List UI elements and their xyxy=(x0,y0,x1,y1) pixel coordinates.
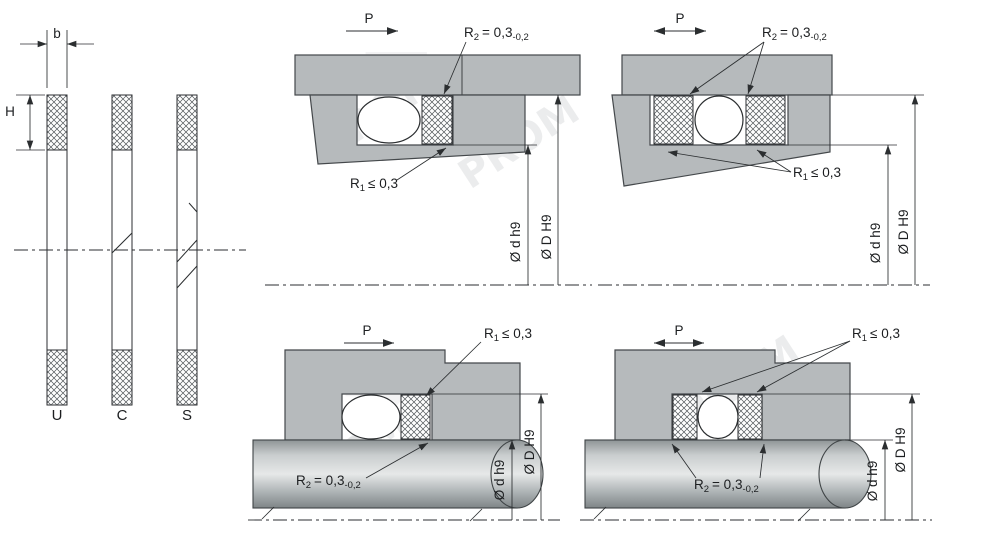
dimension-H: H xyxy=(5,94,45,151)
leader-line xyxy=(667,150,792,173)
ring-cross-section xyxy=(46,349,68,406)
seal-ring-cross-section xyxy=(672,394,698,440)
ring-cross-section xyxy=(46,94,68,151)
rod-end-face xyxy=(818,439,872,509)
tangent-mark xyxy=(593,506,607,520)
ring-profile-u: U xyxy=(46,94,68,424)
pressure-label: P xyxy=(674,323,683,338)
o-ring xyxy=(697,394,739,440)
leader-line xyxy=(425,341,482,397)
profile-label-u: U xyxy=(52,407,63,424)
rod-diameter-label: Ø d h9 xyxy=(492,460,507,501)
ring-profiles-section: b H U C xyxy=(5,26,246,424)
bore-diameter-label: Ø D H9 xyxy=(896,209,911,254)
diagram-rod-double-acting: Ø d h9 Ø D H9 P R1≤ 0,3 R2= 0,3-0,2 xyxy=(580,323,932,522)
seal-ring-cross-section xyxy=(400,394,431,440)
housing-block xyxy=(621,54,833,96)
ring-profile-c: C xyxy=(111,94,133,424)
seal-ring-cross-section xyxy=(421,95,453,145)
rod-diameter-label: Ø d h9 xyxy=(865,461,880,502)
seal-ring-cross-section xyxy=(745,95,786,145)
tangent-mark xyxy=(469,508,483,522)
leader-line xyxy=(671,443,697,479)
step-cut-line xyxy=(176,239,198,263)
ring-profile-s: S xyxy=(176,94,198,424)
profile-label-s: S xyxy=(182,407,192,424)
ring-cross-section xyxy=(176,94,198,151)
leader-line xyxy=(365,442,429,479)
r1-radius-label: R1≤ 0,3 xyxy=(484,326,532,344)
leader-line xyxy=(747,41,765,95)
step-cut-line xyxy=(176,265,198,289)
r2-radius-label: R2= 0,3-0,2 xyxy=(296,473,361,491)
ring-cross-section xyxy=(176,349,198,406)
seal-ring-cross-section xyxy=(653,95,694,145)
r2-radius-label: R2= 0,3-0,2 xyxy=(762,25,827,43)
leader-line xyxy=(396,147,447,181)
seal-ring-cross-section xyxy=(737,394,763,440)
step-cut-line xyxy=(188,202,198,213)
o-ring xyxy=(341,394,401,440)
dimension-b: b xyxy=(20,26,94,88)
bore-diameter-label: Ø D H9 xyxy=(893,427,908,472)
rod-diameter-label: Ø d h9 xyxy=(508,222,523,263)
r1-radius-label: R1≤ 0,3 xyxy=(350,176,398,194)
diagram-piston-double-acting: Ø d h9 Ø D H9 P R2= 0,3-0,2 R1≤ 0,3 xyxy=(598,11,930,286)
width-dimension-label: b xyxy=(53,26,61,41)
r2-radius-label: R2= 0,3-0,2 xyxy=(694,477,759,495)
rod-cylinder xyxy=(584,439,846,509)
rod-end-face xyxy=(490,439,544,509)
leader-line xyxy=(756,149,792,173)
leader-line xyxy=(756,340,851,393)
ring-cross-section xyxy=(111,94,133,151)
height-dimension-label: H xyxy=(5,104,15,119)
profile-label-c: C xyxy=(117,407,128,424)
diagram-piston-single-acting: Ø d h9 Ø D H9 P R2= 0,3-0,2 R1≤ 0,3 xyxy=(265,11,592,286)
r2-radius-label: R2= 0,3-0,2 xyxy=(464,25,529,43)
leader-line xyxy=(701,340,851,393)
housing-block xyxy=(294,54,581,96)
tangent-mark xyxy=(261,506,275,520)
o-ring xyxy=(694,95,744,145)
rod-cylinder xyxy=(252,439,518,509)
leader-line xyxy=(689,41,765,95)
r1-radius-label: R1≤ 0,3 xyxy=(852,326,900,344)
r1-radius-label: R1≤ 0,3 xyxy=(793,165,841,183)
leader-line xyxy=(759,443,767,479)
bore-diameter-label: Ø D H9 xyxy=(522,429,537,474)
pressure-label: P xyxy=(675,11,684,26)
piston-block xyxy=(611,94,831,187)
piston-block xyxy=(309,94,526,165)
leader-line xyxy=(443,41,467,95)
bore-diameter-label: Ø D H9 xyxy=(539,214,554,259)
diagram-rod-single-acting: Ø d h9 Ø D H9 P R1≤ 0,3 R2= 0,3-0,2 xyxy=(248,323,560,522)
o-ring xyxy=(357,96,421,144)
rod-diameter-label: Ø d h9 xyxy=(868,223,883,264)
pressure-label: P xyxy=(364,11,373,26)
pressure-label: P xyxy=(362,323,371,338)
ring-cross-section xyxy=(111,349,133,406)
tangent-mark xyxy=(797,508,811,522)
